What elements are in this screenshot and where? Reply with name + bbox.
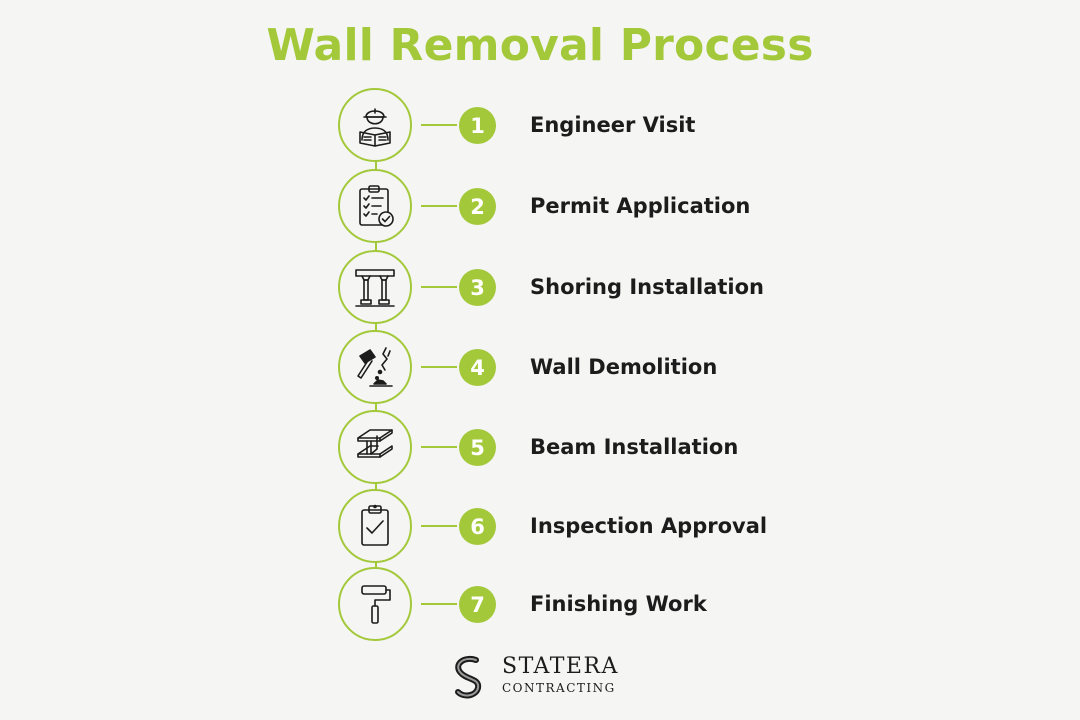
step-icon-circle: [338, 410, 412, 484]
step-wall-demolition: 4 Wall Demolition: [0, 330, 1080, 406]
step-number: 2: [459, 188, 496, 225]
step-label: Beam Installation: [530, 435, 739, 459]
step-connector: [421, 446, 457, 448]
step-icon-circle: [338, 567, 412, 641]
company-logo: STATERA CONTRACTING: [446, 654, 646, 700]
step-label: Inspection Approval: [530, 514, 768, 538]
step-connector: [421, 286, 457, 288]
step-label: Wall Demolition: [530, 355, 718, 379]
logo-name: STATERA: [502, 654, 619, 679]
step-icon-circle: [338, 169, 412, 243]
step-icon-circle: [338, 330, 412, 404]
paint-roller-icon: [361, 585, 391, 624]
step-permit-application: 2 Permit Application: [0, 169, 1080, 245]
step-number: 4: [459, 349, 496, 386]
step-beam-installation: 5 Beam Installation: [0, 410, 1080, 486]
step-connector: [421, 205, 457, 207]
hammer-cracked-wall-icon: [357, 347, 393, 387]
clipboard-check-icon: [361, 504, 389, 546]
step-icon-circle: [338, 88, 412, 162]
step-connector: [421, 124, 457, 126]
statera-s-logo-icon: [455, 656, 482, 699]
step-label: Shoring Installation: [530, 275, 765, 299]
step-shoring-installation: 3 Shoring Installation: [0, 250, 1080, 326]
step-label: Engineer Visit: [530, 113, 696, 137]
step-label: Permit Application: [530, 194, 751, 218]
step-connector: [421, 525, 457, 527]
step-icon-circle: [338, 489, 412, 563]
step-inspection-approval: 6 Inspection Approval: [0, 489, 1080, 565]
steel-i-beam-icon: [357, 429, 393, 458]
step-connector: [421, 603, 457, 605]
clipboard-checklist-icon: [359, 185, 394, 227]
step-connector: [421, 366, 457, 368]
step-number: 7: [459, 586, 496, 623]
step-finishing-work: 7 Finishing Work: [0, 567, 1080, 643]
logo-subtitle: CONTRACTING: [502, 681, 616, 695]
step-label: Finishing Work: [530, 592, 707, 616]
step-number: 3: [459, 269, 496, 306]
step-icon-circle: [338, 250, 412, 324]
step-number: 5: [459, 429, 496, 466]
page-title: Wall Removal Process: [266, 20, 814, 71]
step-number: 1: [459, 107, 496, 144]
step-number: 6: [459, 508, 496, 545]
shoring-posts-icon: [355, 269, 395, 307]
step-engineer-visit: 1 Engineer Visit: [0, 88, 1080, 164]
engineer-reading-plans-icon: [359, 108, 391, 147]
